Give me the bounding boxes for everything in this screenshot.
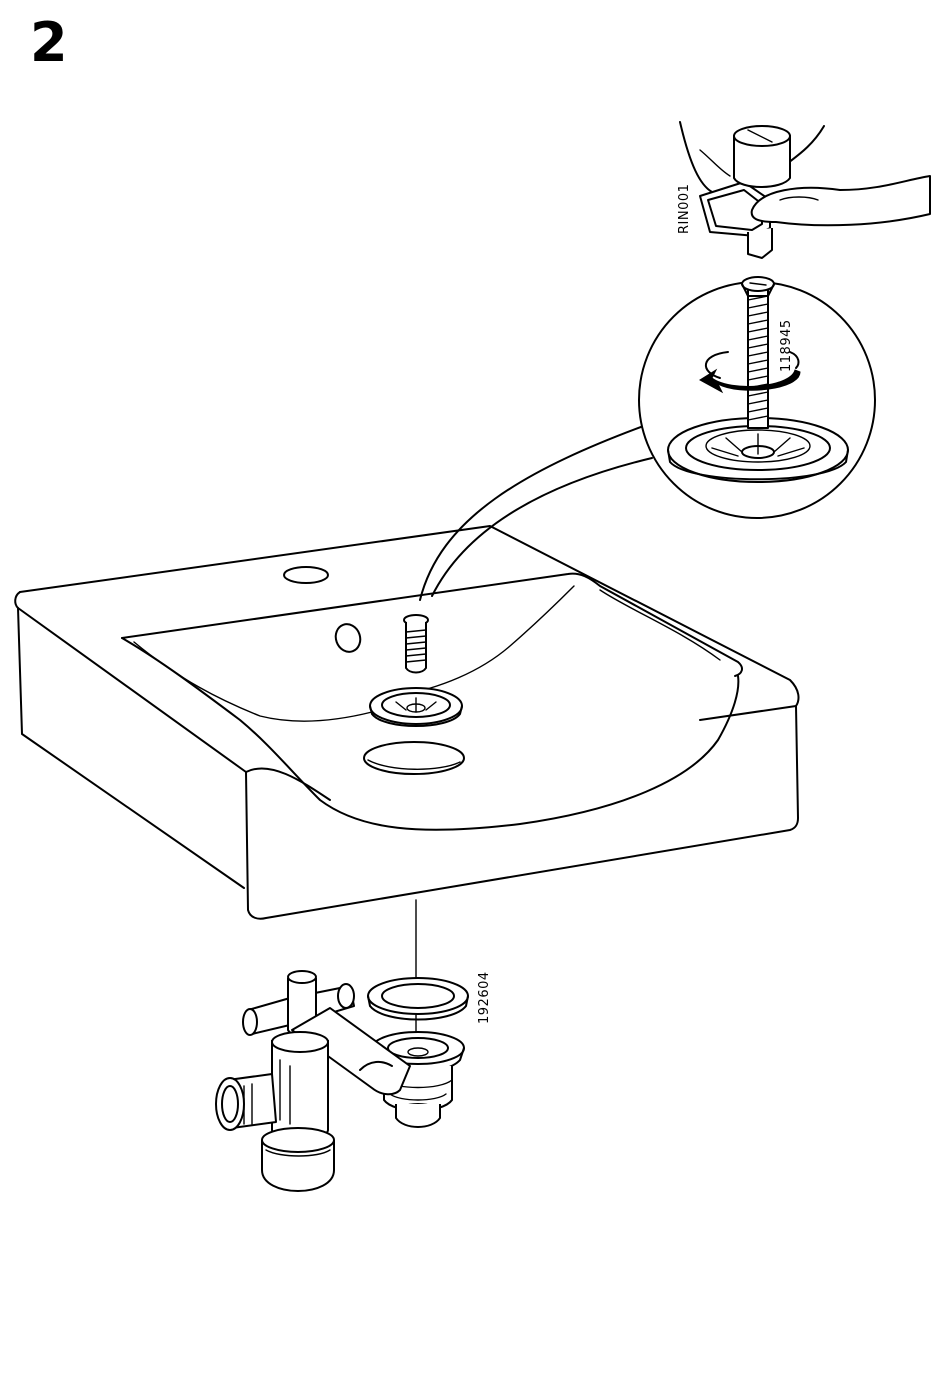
tool-part-code: RIN001 xyxy=(677,184,692,234)
detail-callout: 118945 xyxy=(420,277,875,600)
hand-with-tool: RIN001 xyxy=(677,122,930,258)
strainer-flange xyxy=(370,688,462,726)
screw-part-code: 118945 xyxy=(779,319,794,372)
seal-part-code: 192604 xyxy=(477,971,492,1024)
screw xyxy=(404,615,428,673)
seal-ring: 192604 xyxy=(368,971,492,1024)
